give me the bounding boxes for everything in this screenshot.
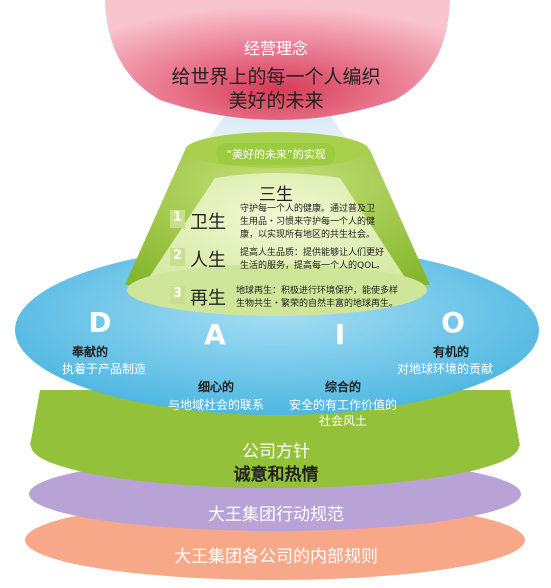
i-title: 综合的 xyxy=(324,380,362,394)
internal-rules: 大王集团各公司的内部规则 xyxy=(174,547,378,567)
i-desc-1: 安全的有工作价值的 xyxy=(288,398,398,412)
code-of-conduct: 大王集团行动规范 xyxy=(208,505,344,525)
item-number-3: 3 xyxy=(173,286,183,301)
philosophy-bowl xyxy=(105,0,450,120)
i-desc-2: 社会风土 xyxy=(318,414,368,428)
d-desc: 执着于产品制造 xyxy=(62,362,147,376)
a-desc: 与地域社会的联系 xyxy=(167,398,265,412)
letter-a: A xyxy=(204,318,226,351)
a-title: 细心的 xyxy=(197,380,235,394)
item-name-regen: 再生 xyxy=(190,288,226,309)
philosophy-heading: 经营理念 xyxy=(243,39,309,58)
item-desc-hygiene-3: 康，以实现所有地区的共生社会。 xyxy=(240,230,376,240)
letter-i: I xyxy=(334,318,346,351)
o-desc: 对地球环境的贡献 xyxy=(397,362,494,376)
green-cone-bottom xyxy=(127,264,427,316)
realization-badge: “美好的未来”的实现 xyxy=(216,143,336,165)
item-number-2: 2 xyxy=(173,248,183,263)
item-desc-hygiene-2: 生用品・习惯来守护每一个人的健 xyxy=(240,217,376,227)
item-desc-regen-2: 生物共生・繁荣的自然丰富的地球再生。 xyxy=(236,299,399,309)
o-title: 有机的 xyxy=(433,345,470,359)
philosophy-line2: 美好的未来 xyxy=(228,90,324,112)
item-desc-regen-1: 地球再生：积极进行环境保护，能使多样 xyxy=(236,286,399,296)
letter-o: O xyxy=(441,306,465,339)
item-name-life: 人生 xyxy=(190,250,226,271)
item-desc-life-1: 提高人生品质：提供能够让人们更好 xyxy=(240,248,385,258)
policy-value: 诚意和热情 xyxy=(233,465,319,485)
item-desc-life-2: 生活的服务，提高每一个人的QOL。 xyxy=(240,261,386,271)
sansei-title: 三生 xyxy=(259,185,293,205)
item-name-hygiene: 卫生 xyxy=(190,212,226,233)
philosophy-line1: 给世界上的每一个人编织 xyxy=(171,66,381,88)
letter-d: D xyxy=(88,306,112,339)
item-desc-hygiene-1: 守护每一个人的健康。通过普及卫 xyxy=(240,204,376,214)
item-number-1: 1 xyxy=(173,210,183,225)
policy-title: 公司方针 xyxy=(242,442,310,462)
number-badges xyxy=(170,210,185,304)
d-title: 奉献的 xyxy=(72,345,109,359)
